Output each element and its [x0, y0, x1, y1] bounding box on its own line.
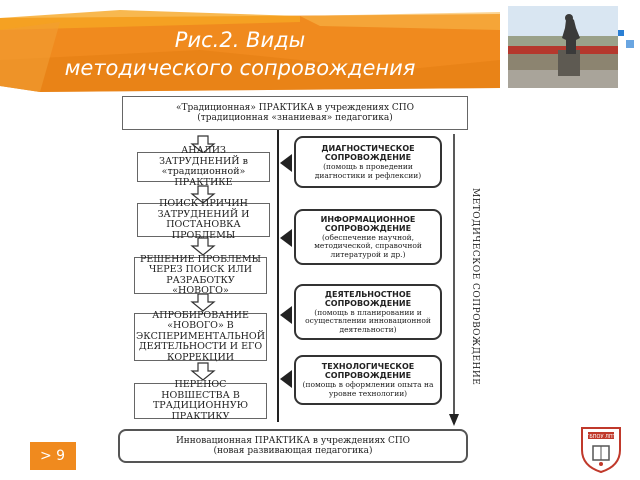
innovative-practice-box: Инновационная ПРАКТИКА в учреждениях СПО… [118, 429, 468, 463]
down-arrow-icon [190, 185, 216, 204]
support-title: ДИАГНОСТИЧЕСКОЕ СОПРОВОЖДЕНИЕ [321, 144, 415, 162]
technological-support-box: ТЕХНОЛОГИЧЕСКОЕ СОПРОВОЖДЕНИЕ (помощь в … [294, 355, 442, 405]
step-solution: РЕШЕНИЕ ПРОБЛЕМЫ ЧЕРЕЗ ПОИСК ИЛИ РАЗРАБО… [134, 253, 267, 296]
page-number-badge: > 9 [30, 442, 76, 470]
step-approbation: АПРОБИРОВАНИЕ «НОВОГО» В ЭКСПЕРИМЕНТАЛЬН… [134, 309, 267, 363]
down-arrow-icon [190, 135, 216, 154]
step-label: АНАЛИЗ ЗАТРУДНЕНИЙ в «традиционной» ПРАК… [159, 145, 248, 188]
step-label: ПЕРЕНОС НОВШЕСТВА В ТРАДИЦИОННУЮ ПРАКТИК… [152, 379, 249, 422]
support-title: ИНФОРМАЦИОННОЕ СОПРОВОЖДЕНИЕ [320, 214, 416, 233]
monument-photo [508, 6, 618, 88]
information-support-box: ИНФОРМАЦИОННОЕ СОПРОВОЖДЕНИЕ (обеспечени… [294, 209, 442, 265]
support-description: (помощь в планировании и осуществлении и… [305, 307, 431, 334]
step-search-causes: ПОИСК ПРИЧИН ЗАТРУДНЕНИЙ И ПОСТАНОВКА ПР… [137, 198, 270, 240]
slide-title-line1: Рис.2. Виды [174, 28, 306, 52]
support-description: (помощь в проведении диагностики и рефле… [314, 162, 422, 180]
college-logo: ГБПОУ ЛПТ [578, 424, 624, 474]
step-analysis: АНАЛИЗ ЗАТРУДНЕНИЙ в «традиционной» ПРАК… [137, 145, 270, 187]
diagnostic-support-box: ДИАГНОСТИЧЕСКОЕ СОПРОВОЖДЕНИЕ (помощь в … [294, 136, 442, 188]
support-description: (помощь в оформлении опыта на уровне тех… [302, 380, 434, 398]
innovative-practice-subtitle: (новая развивающая педагогика) [213, 446, 373, 456]
slide-title: Рис.2. Виды методического сопровождения [50, 26, 430, 82]
slide-title-line2: методического сопровождения [64, 56, 416, 80]
support-description: (обеспечение научной, методической, спра… [314, 232, 422, 259]
innovative-practice-title: Инновационная ПРАКТИКА в учреждениях СПО [175, 436, 411, 446]
down-arrow-icon [190, 237, 216, 256]
traditional-practice-title: «Традиционная» ПРАКТИКА в учреждениях СП… [175, 103, 415, 113]
down-arrow-icon [190, 293, 216, 312]
activity-support-box: ДЕЯТЕЛЬНОСТНОЕ СОПРОВОЖДЕНИЕ (помощь в п… [294, 284, 442, 340]
down-arrow-icon [190, 362, 216, 381]
support-title: ДЕЯТЕЛЬНОСТНОЕ СОПРОВОЖДЕНИЕ [324, 289, 412, 308]
traditional-practice-box: «Традиционная» ПРАКТИКА в учреждениях СП… [122, 96, 468, 130]
support-title: ТЕХНОЛОГИЧЕСКОЕ СОПРОВОЖДЕНИЕ [321, 362, 415, 380]
step-label: ПОИСК ПРИЧИН ЗАТРУДНЕНИЙ И ПОСТАНОВКА ПР… [157, 198, 250, 241]
step-label: АПРОБИРОВАНИЕ «НОВОГО» В ЭКСПЕРИМЕНТАЛЬН… [136, 309, 265, 363]
traditional-practice-subtitle: (традиционная «знаниевая» педагогика) [197, 113, 393, 123]
logo-text: ГБПОУ ЛПТ [586, 434, 616, 440]
step-label: РЕШЕНИЕ ПРОБЛЕМЫ ЧЕРЕЗ ПОИСК ИЛИ РАЗРАБО… [139, 253, 261, 296]
step-transfer: ПЕРЕНОС НОВШЕСТВА В ТРАДИЦИОННУЮ ПРАКТИК… [134, 379, 267, 422]
methodical-support-label: МЕТОДИЧЕСКОЕ СОПРОВОЖДЕНИЕ [470, 188, 480, 386]
